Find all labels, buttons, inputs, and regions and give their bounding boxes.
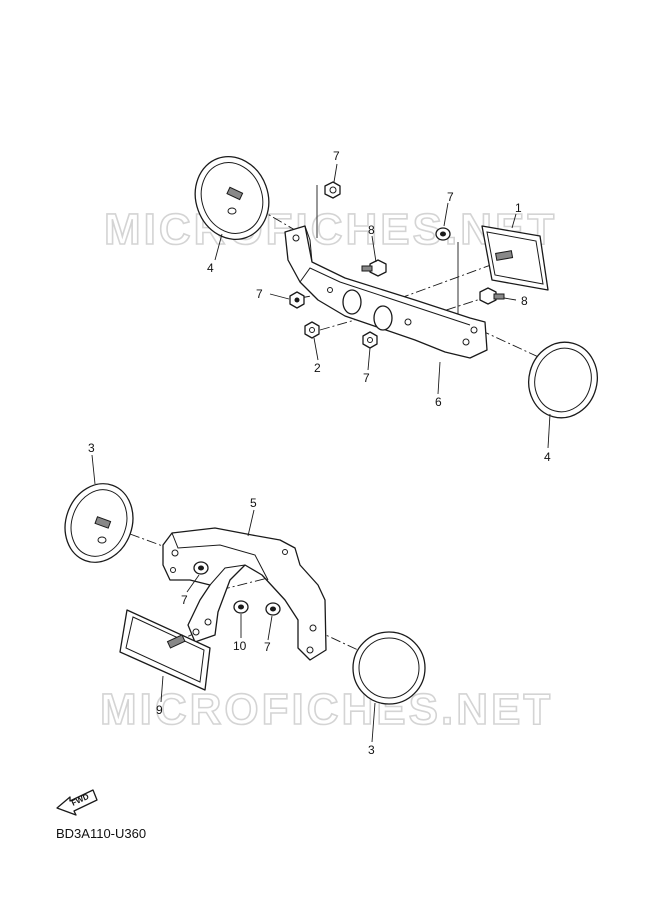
callout-4-left: 4 — [207, 261, 214, 275]
callout-4-right: 4 — [544, 450, 551, 464]
nut-part-7-lower-left — [193, 561, 209, 575]
callout-7-lower-right: 7 — [264, 640, 271, 654]
round-reflector-upper-left — [194, 156, 270, 240]
callout-8-lower: 8 — [521, 294, 528, 308]
bracket-part-5 — [162, 527, 327, 661]
fwd-arrow-icon: FWD — [56, 789, 98, 816]
assembly-line-upper-rear-2 — [414, 295, 491, 321]
nut-part-7-bottom — [362, 331, 378, 349]
assembly-line-upper-right-reflector — [479, 329, 546, 361]
watermark-lower: MICROFICHES.NET — [100, 685, 553, 734]
lower-assembly — [64, 454, 426, 743]
callout-7-lower-left: 7 — [181, 593, 188, 607]
callout-2: 2 — [314, 361, 321, 375]
callout-7-right: 7 — [447, 190, 454, 204]
callout-3-right: 3 — [368, 743, 375, 757]
assembly-line-upper-left-reflector — [241, 198, 301, 234]
round-reflector-right — [528, 341, 598, 419]
watermark-upper: MICROFICHES.NET — [104, 205, 557, 254]
assembly-line-lower-left — [129, 533, 191, 557]
rect-reflector-part-1 — [481, 225, 549, 291]
callout-7-top: 7 — [333, 149, 340, 163]
nut-part-2 — [304, 321, 320, 339]
callout-10: 10 — [233, 639, 247, 653]
callout-7-bottom: 7 — [363, 371, 370, 385]
washer-part-7-right — [435, 227, 451, 241]
nut-part-7-left — [289, 291, 305, 309]
callout-5: 5 — [250, 496, 257, 510]
round-reflector-lower-right — [352, 631, 426, 705]
rect-reflector-part-9 — [119, 609, 211, 691]
round-reflector-lower-left — [64, 483, 134, 563]
upper-assembly — [194, 156, 598, 449]
assembly-line-upper-nut-2 — [319, 319, 356, 331]
bracket-part-6 — [284, 225, 488, 359]
callout-6: 6 — [435, 395, 442, 409]
nut-part-7-top — [324, 181, 341, 199]
diagram-code: BD3A110-U360 — [56, 826, 146, 841]
bolt-part-8-lower — [479, 287, 505, 305]
nut-part-7-lower-right — [265, 602, 281, 616]
callout-8-upper: 8 — [368, 223, 375, 237]
washer-part-10 — [233, 600, 249, 614]
callout-3-left: 3 — [88, 441, 95, 455]
callout-7-left: 7 — [256, 287, 263, 301]
bolt-part-8-upper — [361, 259, 387, 277]
callout-9: 9 — [156, 703, 163, 717]
callout-1: 1 — [515, 201, 522, 215]
